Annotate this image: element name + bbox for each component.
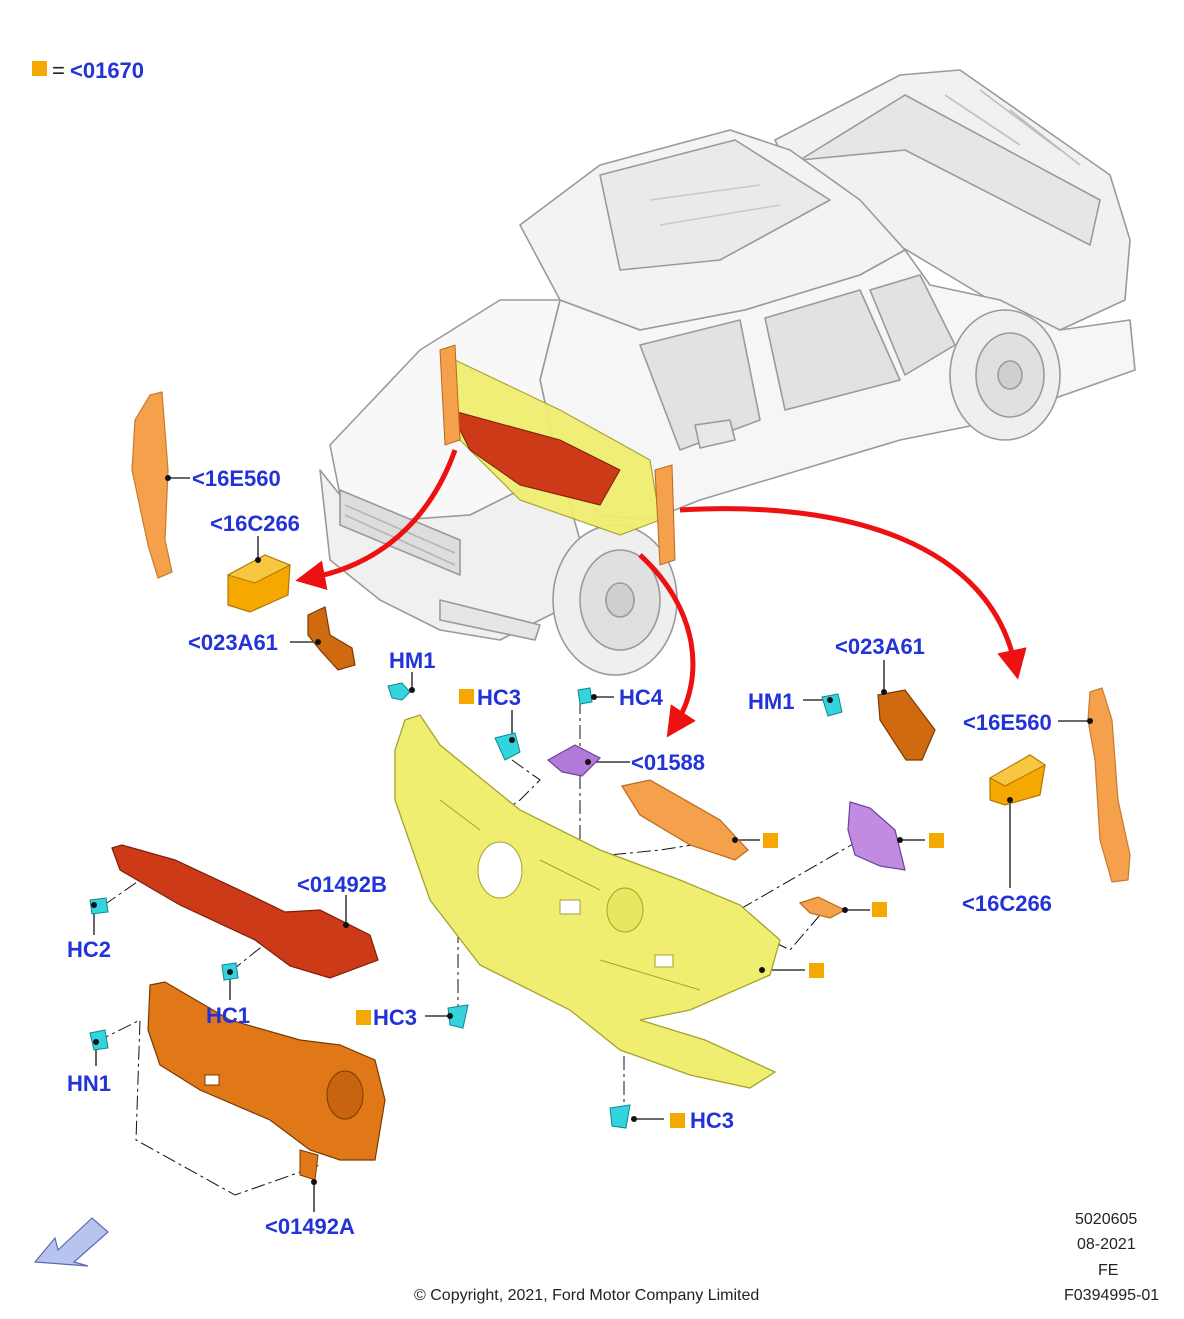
callout-hm1-left: HM1 [389,648,436,673]
callout-16c266-right: <16C266 [962,891,1052,916]
dash-panel-insulator [394,714,781,1089]
pin-clip-icon [89,1029,109,1051]
callout-hc3-mid: HC3 [373,1005,418,1030]
pin-clip-icon [821,693,843,717]
marker-small-pad [872,902,887,917]
copyright-notice: © Copyright, 2021, Ford Motor Company Li… [414,1287,760,1304]
callout-hc3-bottom: HC3 [690,1108,735,1133]
callout-hm1-right: HM1 [748,689,795,714]
doc-number: 5020605 [1075,1211,1138,1228]
callout-023a61-right: <023A61 [835,634,925,659]
center-pad-upper [621,779,749,861]
figure-id: F0394995-01 [1064,1287,1160,1304]
purple-seal-small [546,744,602,777]
center-pad-small [798,896,847,919]
callout-16e560-left: <16E560 [192,466,281,491]
foam-block-right [988,754,1046,806]
legend-code: <01670 [70,58,145,83]
insulator-lower-orange [147,981,386,1181]
callout-hc4: HC4 [619,685,664,710]
callout-16e560-right: <16E560 [963,710,1052,735]
installed-parts-highlight [439,344,676,566]
bracket-left [307,606,356,671]
pin-clip-icon [447,1004,469,1029]
bracket-right [877,689,936,761]
leader-dots [91,475,1093,1185]
red-curved-arrows [295,449,1027,738]
callout-023a61-left: <023A61 [188,630,278,655]
side-pad-right [1087,687,1131,883]
marker-hc3-mid [356,1010,371,1025]
callout-hc2: HC2 [67,937,112,962]
callout-16c266-left: <16C266 [210,511,300,536]
marker-center-pad [763,833,778,848]
foam-block-left [226,554,292,613]
callout-01492a: <01492A [265,1214,355,1239]
front-direction-arrow-icon [33,1217,109,1267]
legend-equals: = [52,58,65,83]
pin-clip-icon [387,682,411,701]
callout-01588: <01588 [631,750,706,775]
doc-region: FE [1098,1262,1119,1279]
marker-hc3-top [459,689,474,704]
pickup-truck-illustration [319,69,1136,676]
insulator-upper-red [111,844,379,979]
callout-01492b: <01492B [297,872,387,897]
marker-hc3-bottom [670,1113,685,1128]
doc-date: 08-2021 [1077,1236,1136,1253]
callout-hn1: HN1 [67,1071,112,1096]
legend-marker [32,61,47,76]
pin-clip-icon [494,732,521,761]
purple-seal-right [847,801,906,871]
pin-clip-icon [577,687,593,705]
side-pad-left [131,391,173,579]
callout-hc3-top: HC3 [477,685,522,710]
marker-panel-right [809,963,824,978]
pin-clip-icon [89,897,109,915]
callout-hc1: HC1 [206,1003,251,1028]
marker-purple-right [929,833,944,848]
pin-clip-icon [609,1104,631,1129]
